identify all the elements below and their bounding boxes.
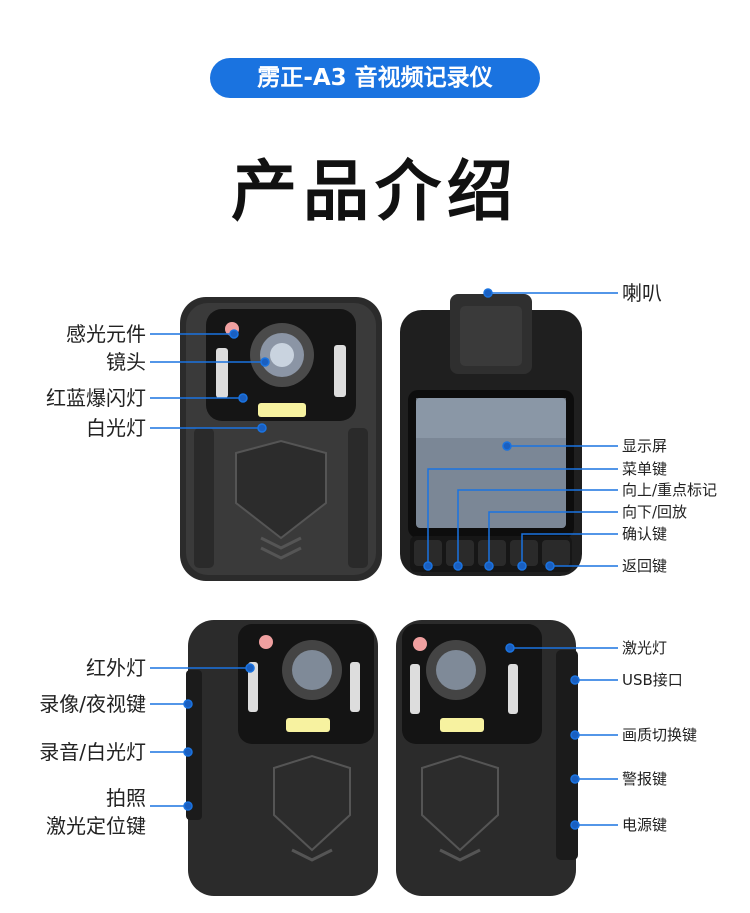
label-speaker: 喇叭 [622,281,662,305]
label-sensor: 感光元件 [66,322,146,346]
device-left-side-view [186,620,378,896]
label-confirm-key: 确认键 [622,525,668,543]
label-alarm-key: 警报键 [622,770,668,788]
product-badge: 雳正-A3 音视频记录仪 [210,58,540,98]
label-red-blue-flash: 红蓝爆闪灯 [46,386,146,410]
page-title: 产品介绍 [231,153,519,230]
device-front-view [180,297,382,581]
device-back-view [400,294,582,576]
label-laser-light: 激光灯 [622,639,668,657]
label-up-mark: 向上/重点标记 [622,481,718,499]
device-right-side-view [396,620,578,896]
label-usb-port: USB接口 [622,671,683,689]
label-back-key: 返回键 [622,557,668,575]
label-down-playback: 向下/回放 [622,503,688,521]
label-laser-locate-key: 激光定位键 [46,814,146,838]
label-infrared: 红外灯 [86,656,146,680]
label-audio-whitelight: 录音/白光灯 [39,740,146,764]
label-white-light: 白光灯 [86,416,146,440]
label-lens: 镜头 [106,350,146,374]
label-record-nightvision: 录像/夜视键 [39,692,146,716]
label-photo: 拍照 [106,786,146,810]
label-display: 显示屏 [622,437,668,455]
label-menu-key: 菜单键 [622,460,668,478]
label-quality-switch: 画质切换键 [622,726,698,744]
label-power-key: 电源键 [622,816,668,834]
